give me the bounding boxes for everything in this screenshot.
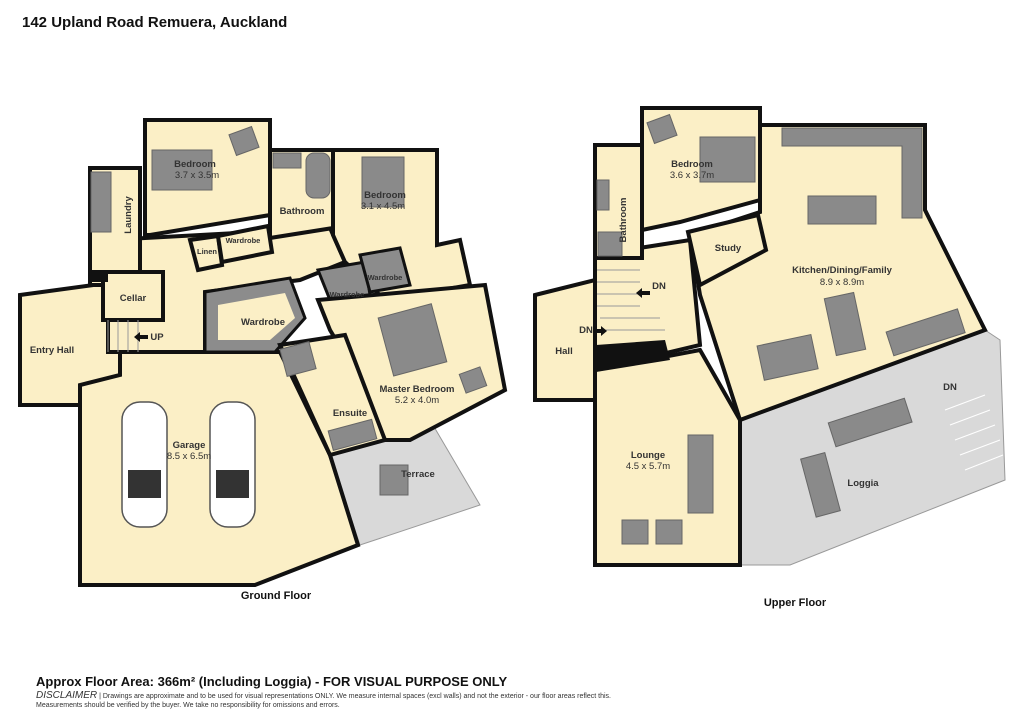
bed-1 [151,149,213,191]
upper-shower [597,231,623,257]
ground-floor-plan: Bedroom 3.7 x 3.5m Bedroom 3.1 x 4.5m Ba… [18,118,508,602]
disclaimer-text-2: Measurements should be verified by the b… [36,702,340,709]
up-arrow-icon [134,332,148,342]
room-label: Loggia [847,478,879,489]
upper-floor-plan: Bedroom 3.6 x 3.7m Bathroom Study Kitche… [533,106,1006,609]
room-label: Wardrobe [241,317,285,328]
room-size: 8.9 x 8.9m [820,277,864,288]
room-label: Study [715,243,742,254]
room-label: Bathroom [618,198,629,243]
disclaimer-heading: DISCLAIMER [36,690,98,701]
stair-label: DN [943,382,957,393]
dining-table [756,333,819,381]
lounge-chair-2 [655,519,683,545]
room-label: Wardrobe [368,273,403,282]
property-address-title: 142 Upland Road Remuera, Auckland [22,14,288,31]
study-room [685,212,769,288]
room-label: Bedroom [364,190,406,201]
bed-2 [361,156,405,208]
room-label: Wardrobe [330,290,365,299]
room-label: Garage [173,440,206,451]
room-size: 3.6 x 3.7m [670,170,714,181]
ground-floor-label: Ground Floor [241,590,312,602]
cellar-room [101,270,165,322]
wall-column [90,270,108,282]
stair-label: DN [652,281,666,292]
master-armchair [458,366,488,394]
room-size: 3.1 x 4.5m [361,201,405,212]
upper-bathroom-room [593,143,644,260]
dn-arrow-icon [636,288,650,298]
room-label: Bedroom [671,159,713,170]
stair-label: UP [150,332,164,343]
upper-bedroom-armchair [646,113,678,145]
upper-stairs [597,269,665,331]
sofa-2 [885,308,966,357]
stair-label: DN [579,325,593,336]
room-size: 4.5 x 5.7m [626,461,670,472]
car-1 [121,401,168,528]
ensuite-bath [327,418,378,451]
room-label: Hall [555,346,572,357]
upper-floor-label: Upper Floor [764,597,827,609]
wardrobe-hall-room [215,223,275,265]
disclaimer: DISCLAIMER | Drawings are approximate an… [36,691,1016,710]
loggia-stairs [944,394,1004,471]
room-size: 5.2 x 4.0m [395,395,439,406]
kitchen-bench [781,127,923,219]
wardrobe-3-room [358,246,412,294]
sofa-1 [823,291,867,357]
lounge-chair-1 [621,519,649,545]
room-label: Bathroom [280,206,325,217]
room-size: 3.7 x 3.5m [175,170,219,181]
car-1-windshield [128,470,161,498]
lounge-sofa [687,434,714,514]
loggia-sofa-2 [800,452,841,518]
kitchen-island [807,195,877,225]
stair-void [596,340,670,372]
bathtub [305,152,331,199]
room-label: Linen [197,247,217,256]
car-2-windshield [216,470,249,498]
room-label: Lounge [631,450,665,461]
dn-arrow-icon [593,326,607,336]
linen-room [187,233,225,273]
upper-bed [699,136,756,183]
room-label: Master Bedroom [380,384,455,395]
loggia-sofa-1 [827,397,913,448]
room-label: Entry Hall [30,345,74,356]
terrace-table [379,464,409,496]
room-label: Ensuite [333,408,367,419]
hall-room [533,277,597,402]
laundry-bench [90,171,112,233]
disclaimer-text: | Drawings are approximate and to be use… [99,693,611,700]
car-2 [209,401,256,528]
master-bed [377,303,448,377]
room-label: Terrace [401,469,435,480]
room-size: 8.5 x 6.5m [167,451,211,462]
room-label: Kitchen/Dining/Family [792,265,892,276]
room-label: Cellar [120,293,147,304]
footer: Approx Floor Area: 366m² (Including Logg… [36,674,1016,710]
bathroom-vanity [272,152,302,169]
room-label: Laundry [123,196,134,234]
room-label: Wardrobe [226,236,261,245]
ensuite-shower [279,340,317,378]
floor-area-summary: Approx Floor Area: 366m² (Including Logg… [36,674,508,689]
wardrobe-large-interior [218,293,295,340]
upper-bathroom-vanity [596,179,610,211]
room-label: Bedroom [174,159,216,170]
bedroom-1-armchair [228,125,260,157]
